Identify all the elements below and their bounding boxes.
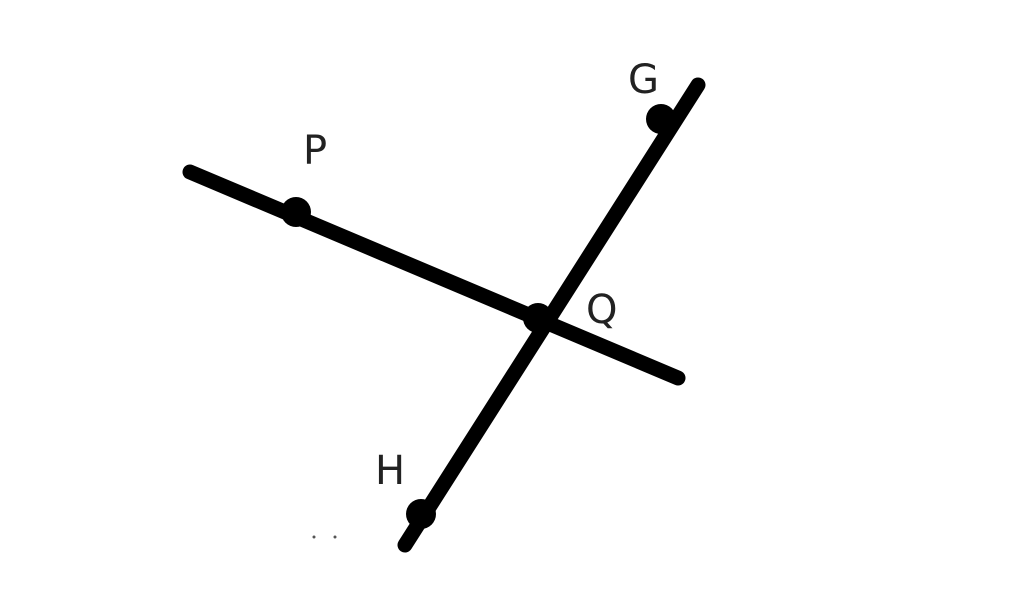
label-q: Q [586, 287, 617, 333]
point-h [406, 499, 436, 529]
stray-dot [312, 535, 316, 539]
point-q [523, 303, 553, 333]
label-h: H [375, 448, 405, 494]
stray-dot [333, 535, 337, 539]
point-p [281, 197, 311, 227]
line-through-p-q [182, 164, 686, 386]
label-g: G [628, 57, 659, 103]
label-p: P [303, 128, 327, 174]
point-g [646, 104, 676, 134]
